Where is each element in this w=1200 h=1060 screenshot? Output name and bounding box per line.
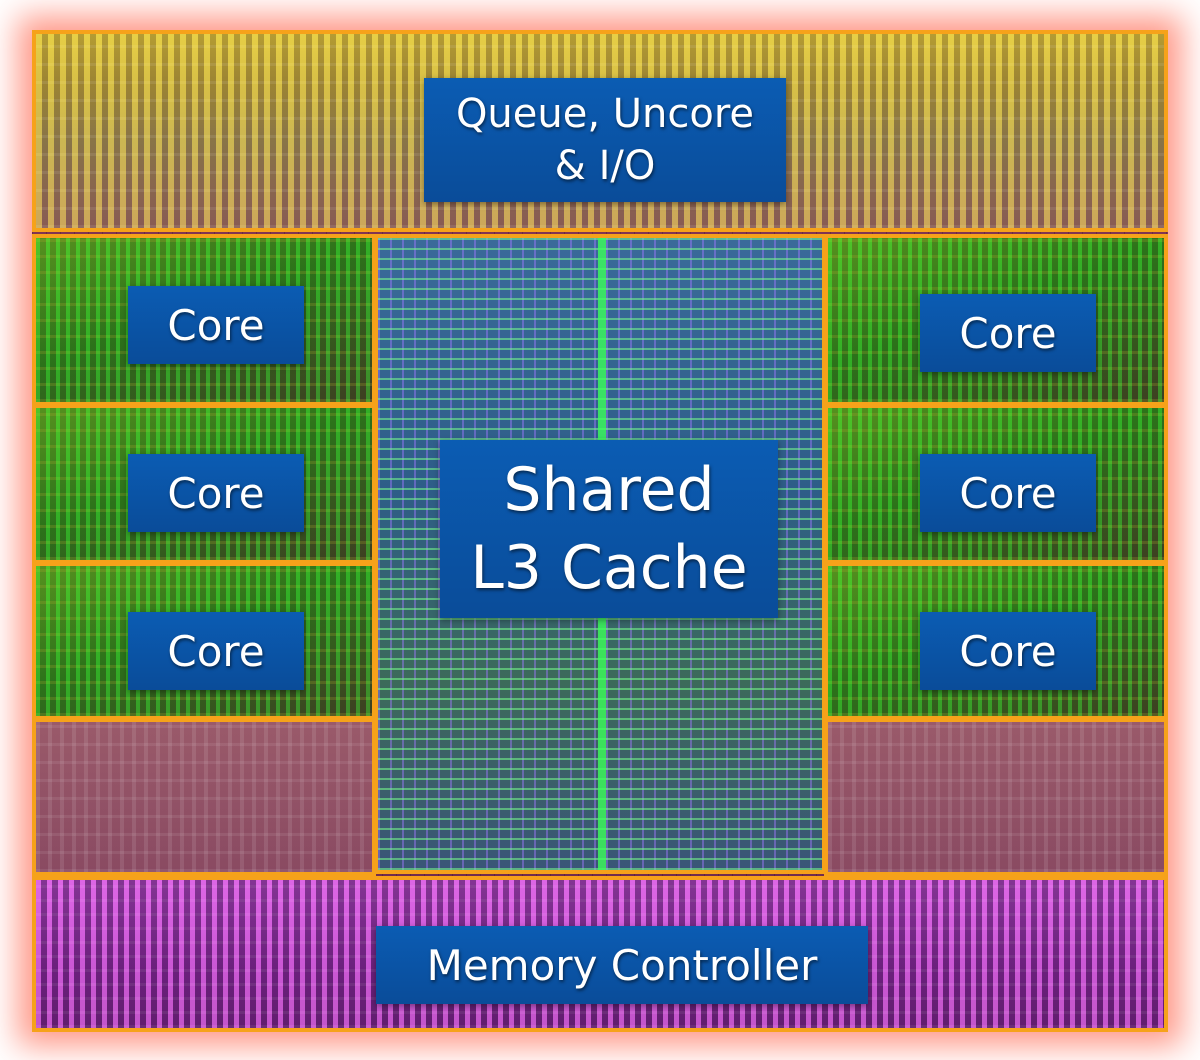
queue-uncore-io-label: Queue, Uncore & I/O [424, 78, 786, 202]
disabled-core-region-left [32, 718, 376, 876]
core-label-left-3: Core [128, 612, 304, 690]
core-label-right-3: Core [920, 612, 1096, 690]
shared-l3-cache-label: Shared L3 Cache [440, 440, 778, 618]
core-label-right-1: Core [920, 294, 1096, 372]
core-label-right-2: Core [920, 454, 1096, 532]
core-label-left-1: Core [128, 286, 304, 364]
memory-controller-label: Memory Controller [376, 926, 868, 1004]
disabled-core-region-right [824, 718, 1168, 876]
core-label-left-2: Core [128, 454, 304, 532]
